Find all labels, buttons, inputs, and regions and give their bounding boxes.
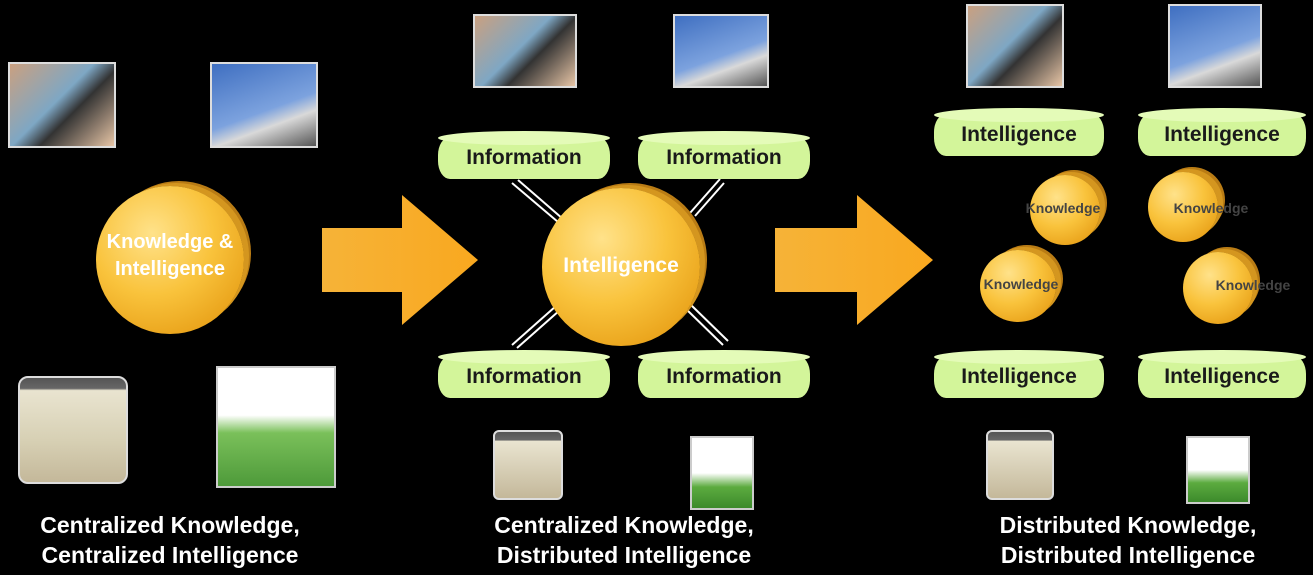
caption-panel-2: Centralized Knowledge, Distributed Intel… <box>454 510 794 570</box>
knowledge-orb-2: Knowledge <box>1148 172 1248 242</box>
intelligence-orb: Intelligence <box>542 188 700 346</box>
link-arrow-tr <box>689 178 721 214</box>
information-node-bl: Information <box>438 350 610 398</box>
information-node-tl: Information <box>438 131 610 179</box>
intelligence-node-br: Intelligence <box>1138 350 1306 398</box>
caption-panel-3: Distributed Knowledge, Distributed Intel… <box>958 510 1298 570</box>
caption-line-1: Distributed Knowledge, <box>999 512 1257 538</box>
camera-photo-1 <box>210 62 318 148</box>
information-node-tr: Information <box>638 131 810 179</box>
orb-label: Intelligence <box>563 254 679 277</box>
link-arrow-br <box>684 307 724 346</box>
iphone-map-1 <box>18 376 128 484</box>
iphone-map-2 <box>493 430 563 500</box>
caption-line-1: Centralized Knowledge, <box>40 512 300 538</box>
camera-photo-2 <box>673 14 769 88</box>
knowledge-intelligence-orb: Knowledge & Intelligence <box>96 186 244 334</box>
caption-line-2: Distributed Intelligence <box>496 542 752 568</box>
caption-line-2: Centralized Intelligence <box>41 542 299 568</box>
orb-label: Knowledge & Intelligence <box>106 231 234 280</box>
knowledge-orb-4: Knowledge <box>1183 252 1290 324</box>
information-node-br: Information <box>638 350 810 398</box>
caption-panel-1: Centralized Knowledge, Centralized Intel… <box>0 510 340 570</box>
intelligence-node-tl: Intelligence <box>934 108 1104 156</box>
caption-line-2: Distributed Intelligence <box>1000 542 1256 568</box>
camera-photo-3 <box>1168 4 1262 88</box>
transition-arrow-2 <box>775 195 933 325</box>
laptop-photo-3 <box>1186 436 1250 504</box>
phone-photo-2 <box>473 14 577 88</box>
caption-line-1: Centralized Knowledge, <box>494 512 754 538</box>
intelligence-node-bl: Intelligence <box>934 350 1104 398</box>
laptop-photo-1 <box>216 366 336 488</box>
laptop-photo-2 <box>690 436 754 510</box>
knowledge-orb-3: Knowledge <box>980 250 1058 322</box>
knowledge-orb-1: Knowledge <box>1026 175 1100 245</box>
link-arrow-tl <box>511 182 559 223</box>
link-arrow-bl <box>511 305 557 346</box>
phone-photo-1 <box>8 62 116 148</box>
transition-arrow-1 <box>322 195 478 325</box>
iphone-map-3 <box>986 430 1054 500</box>
intelligence-node-tr: Intelligence <box>1138 108 1306 156</box>
phone-photo-3 <box>966 4 1064 88</box>
